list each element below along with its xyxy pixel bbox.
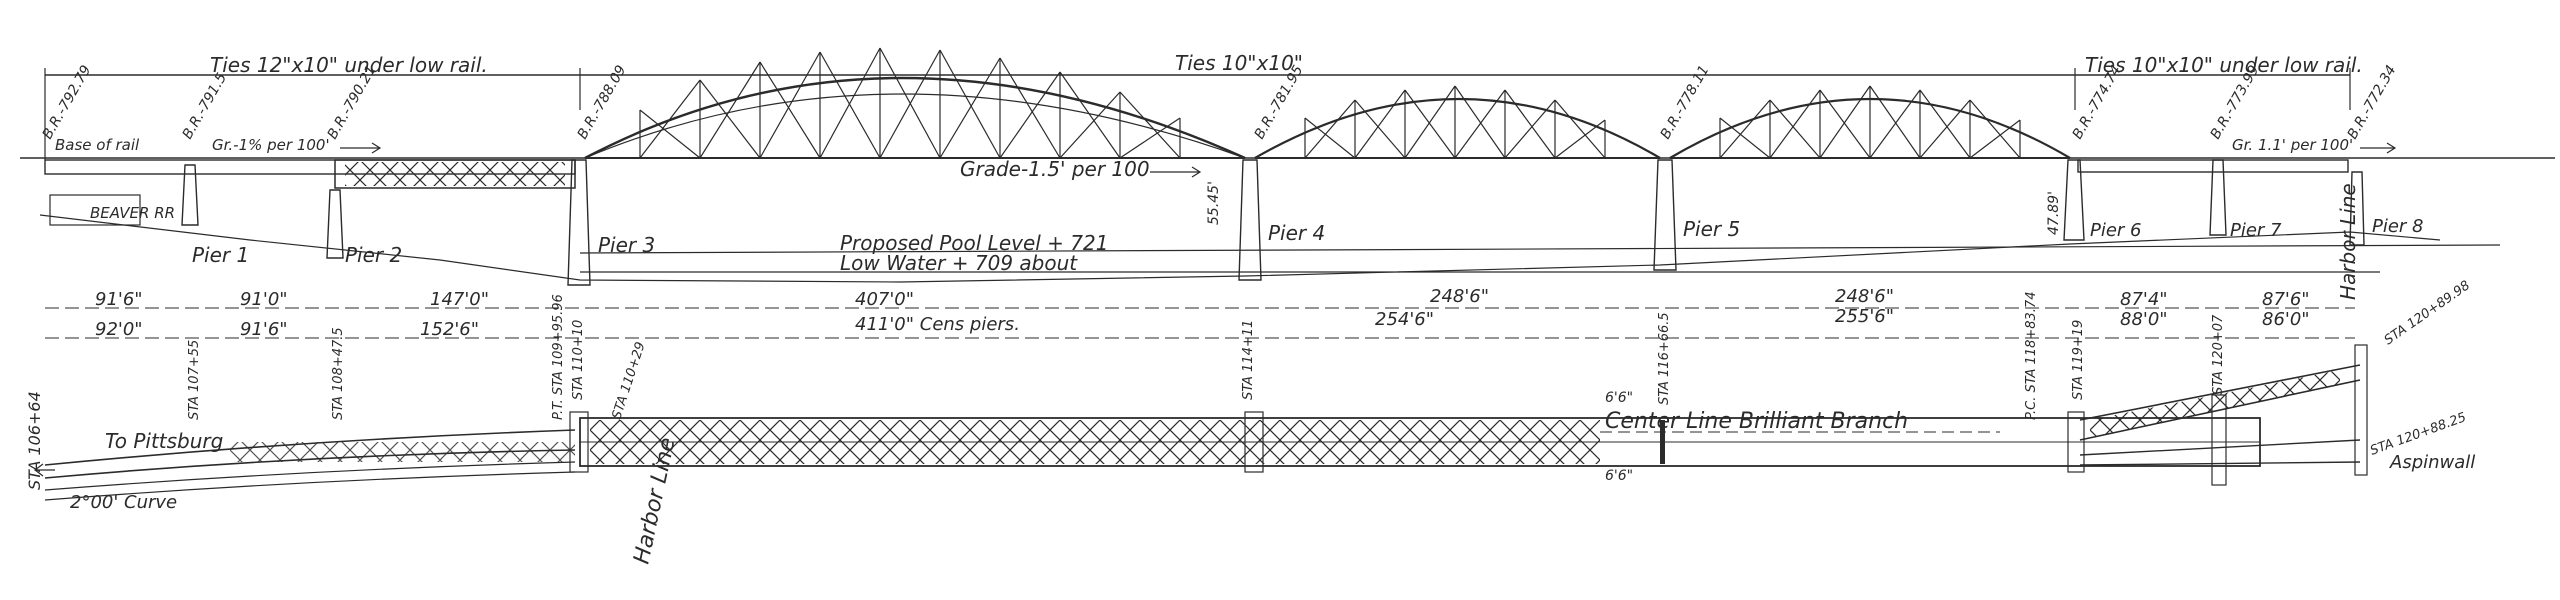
pier-shape (1653, 159, 1677, 271)
beaver-rr-label: BEAVER RR (90, 204, 175, 222)
dimension-value: 87'6" (2262, 289, 2310, 310)
bench-mark: B.R.-791.5 (180, 70, 231, 142)
dimension-value: 152'6" (420, 319, 479, 340)
ground-line (39, 214, 2441, 283)
grade-center-label: Grade-1.5' per 100 (960, 157, 1150, 181)
dimension-value: 86'0" (2262, 309, 2310, 330)
main-plan-deck (569, 411, 2261, 473)
height-left-label: 55.45' (1206, 181, 1222, 225)
station-label: STA 110+29 (610, 340, 649, 421)
grade-left-label: Gr.-1% per 100' (212, 136, 330, 154)
deck-truss-span (334, 159, 576, 189)
height-right-label: 47.89' (2046, 191, 2062, 235)
arch-truss-span-4-5 (1254, 85, 1661, 159)
aspinwall-label: Aspinwall (2389, 452, 2475, 473)
station-label: STA 120+89.98 (2382, 278, 2473, 348)
station-label: P.C. STA 118+83.74 (2024, 292, 2039, 420)
station-label: P.T. STA 109+95.96 (551, 294, 566, 420)
offset-top-label: 6'6" (1605, 390, 1633, 406)
pier-shape (181, 164, 199, 226)
dimension-value: 254'6" (1375, 309, 1434, 330)
beaver-rr-box (49, 194, 141, 226)
base-of-rail-label: Base of rail (55, 136, 140, 154)
pool-level-line (579, 244, 2501, 254)
pier-shape (2063, 159, 2085, 241)
pier-shape (1238, 159, 1262, 281)
main-arch-truss (584, 47, 1246, 160)
offset-bottom-label: 6'6" (1605, 468, 1633, 484)
dimension-value: 248'6" (1835, 286, 1894, 307)
pier-label: Pier 4 (1268, 221, 1325, 245)
dimension-value: 88'0" (2120, 309, 2168, 330)
approach-lattice-right (2079, 344, 2368, 486)
station-label: STA 110+10 (571, 320, 586, 400)
dimension-value: 87'4" (2120, 289, 2168, 310)
plan-view: To Pittsburg 2°00' Curve Center Line Bri… (25, 278, 2475, 566)
dimension-value: 255'6" (1835, 306, 1894, 327)
pier-label: Pier 5 (1683, 217, 1740, 241)
dimension-value: 91'6" (240, 319, 288, 340)
station-label: STA 119+19 (2071, 320, 2086, 400)
pier-shape (326, 189, 344, 259)
dimension-value: 92'0" (95, 319, 143, 340)
dimension-value: 407'0" (855, 289, 914, 310)
pool-level-label: Proposed Pool Level + 721 (840, 231, 1108, 255)
station-label: STA 120+07 (2211, 314, 2226, 395)
station-label: STA 107+55 (187, 340, 202, 420)
grade-right-label: Gr. 1.1' per 100' (2232, 136, 2353, 154)
dimension-value: 248'6" (1430, 286, 1489, 307)
pier-label: Pier 6 (2090, 220, 2142, 241)
pier-label: Pier 7 (2230, 220, 2282, 241)
dimension-value: 91'0" (240, 289, 288, 310)
to-pittsburg-label: To Pittsburg (105, 429, 223, 453)
pier-label: Pier 1 (192, 243, 249, 267)
pier-label: Pier 8 (2372, 216, 2424, 237)
ties-center-label: Ties 10"x10" (1175, 51, 1303, 75)
approach-lattice-left (230, 442, 575, 462)
center-line-label: Center Line Brilliant Branch (1605, 409, 1908, 434)
ties-left-label: Ties 12"x10" under low rail. (210, 53, 488, 77)
arch-truss-span-5-6 (1669, 85, 2071, 159)
station-label: STA 108+47.5 (331, 327, 346, 420)
dimension-value: 147'0" (430, 289, 489, 310)
span-dimensions: 91'6" 91'0" 147'0" 407'0" 248'6" 248'6" … (45, 286, 2355, 340)
ties-right-label: Ties 10"x10" under low rail. (2085, 53, 2363, 77)
harbor-line-right-label: Harbor Line (2336, 183, 2360, 300)
pier-shape (567, 159, 591, 286)
station-label: STA 114+11 (1241, 320, 1256, 400)
station-label: STA 106+64 (25, 391, 44, 490)
dimension-value: 91'6" (95, 289, 143, 310)
low-water-label: Low Water + 709 about (840, 251, 1078, 275)
pier-shape (2209, 159, 2227, 236)
curve-label: 2°00' Curve (70, 492, 177, 513)
elevation-view: Ties 12"x10" under low rail. Ties 10"x10… (20, 47, 2555, 300)
piers (181, 159, 2365, 286)
dimension-value: 411'0" Cens piers. (855, 314, 1020, 335)
station-label: STA 116+66.5 (1657, 312, 1672, 405)
